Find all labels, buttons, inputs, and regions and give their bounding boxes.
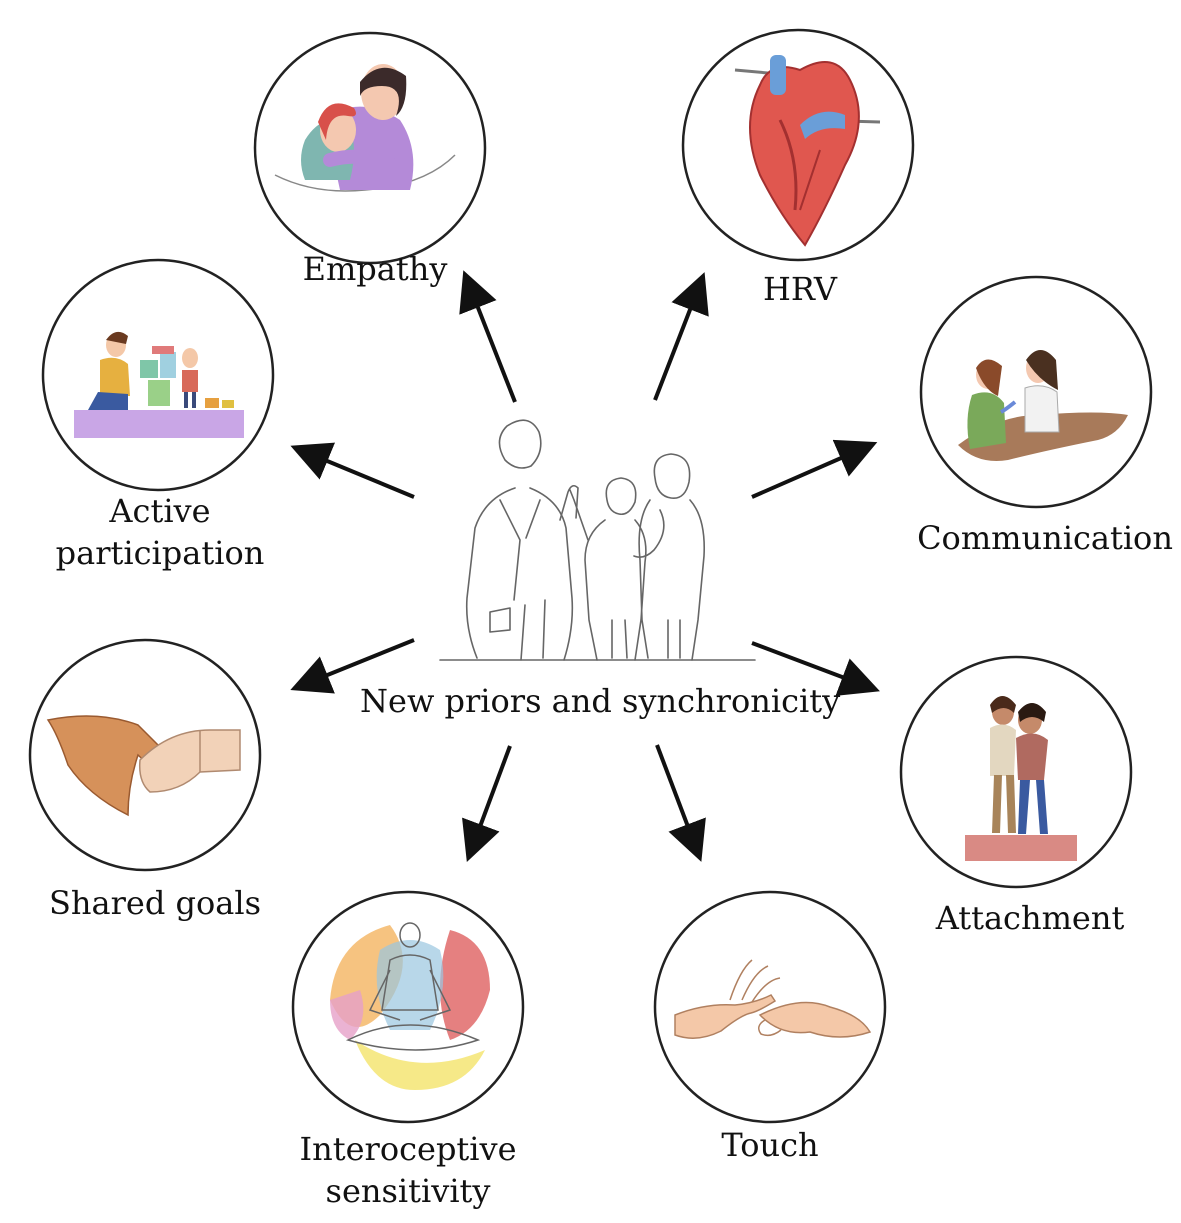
hrv-label: HRV: [720, 268, 880, 310]
doctor-high-five-family-line-art-icon: [439, 419, 756, 661]
attachment-label: Attachment: [920, 897, 1140, 939]
empathy-label: Empathy: [270, 248, 480, 290]
hrv-label-line-1: HRV: [763, 270, 837, 308]
active-participation-label: Active participation: [40, 490, 280, 574]
communication-label: Communication: [915, 517, 1175, 559]
arrow-to-interoceptive: [462, 745, 512, 862]
arrow-to-touch: [655, 744, 706, 862]
active-participation-label-line-2: participation: [55, 534, 265, 572]
anatomical-heart-icon: [734, 55, 881, 247]
parent-child-embrace-icon: [965, 696, 1077, 861]
arrow-to-communication: [751, 439, 878, 499]
arrow-to-active-participation: [290, 442, 415, 499]
touch-circle: [653, 890, 887, 1124]
holding-hands-icon: [46, 715, 241, 817]
touch-label-line-1: Touch: [721, 1126, 819, 1164]
reaching-hands-icon: [674, 959, 872, 1039]
interoceptive-label: Interoceptive sensitivity: [280, 1128, 536, 1212]
arrow-to-empathy: [459, 270, 517, 403]
shared-goals-label-line-1: Shared goals: [49, 884, 261, 922]
attachment-label-line-1: Attachment: [935, 899, 1125, 937]
empathy-label-line-1: Empathy: [302, 250, 448, 288]
interoceptive-label-line-1: Interoceptive: [299, 1130, 517, 1168]
arrow-to-shared-goals: [290, 638, 415, 694]
meditation-figure-icon: [330, 922, 490, 1090]
interoceptive-label-line-2: sensitivity: [325, 1172, 491, 1210]
arrow-to-attachment: [751, 641, 880, 696]
communication-label-line-1: Communication: [917, 519, 1173, 557]
arrow-to-hrv: [653, 272, 709, 401]
arrows: [290, 270, 880, 862]
node-circles: [28, 28, 1153, 1124]
center-label: New priors and synchronicity: [360, 680, 841, 722]
parent-child-building-blocks-icon: [74, 331, 244, 438]
center-label-text: New priors and synchronicity: [360, 682, 841, 720]
attachment-circle: [899, 655, 1133, 889]
doctor-patient-conversation-icon: [958, 350, 1128, 461]
active-participation-label-line-1: Active: [109, 492, 211, 530]
touch-label: Touch: [690, 1124, 850, 1166]
parent-hugging-child-icon: [274, 64, 456, 192]
shared-goals-label: Shared goals: [35, 882, 275, 924]
